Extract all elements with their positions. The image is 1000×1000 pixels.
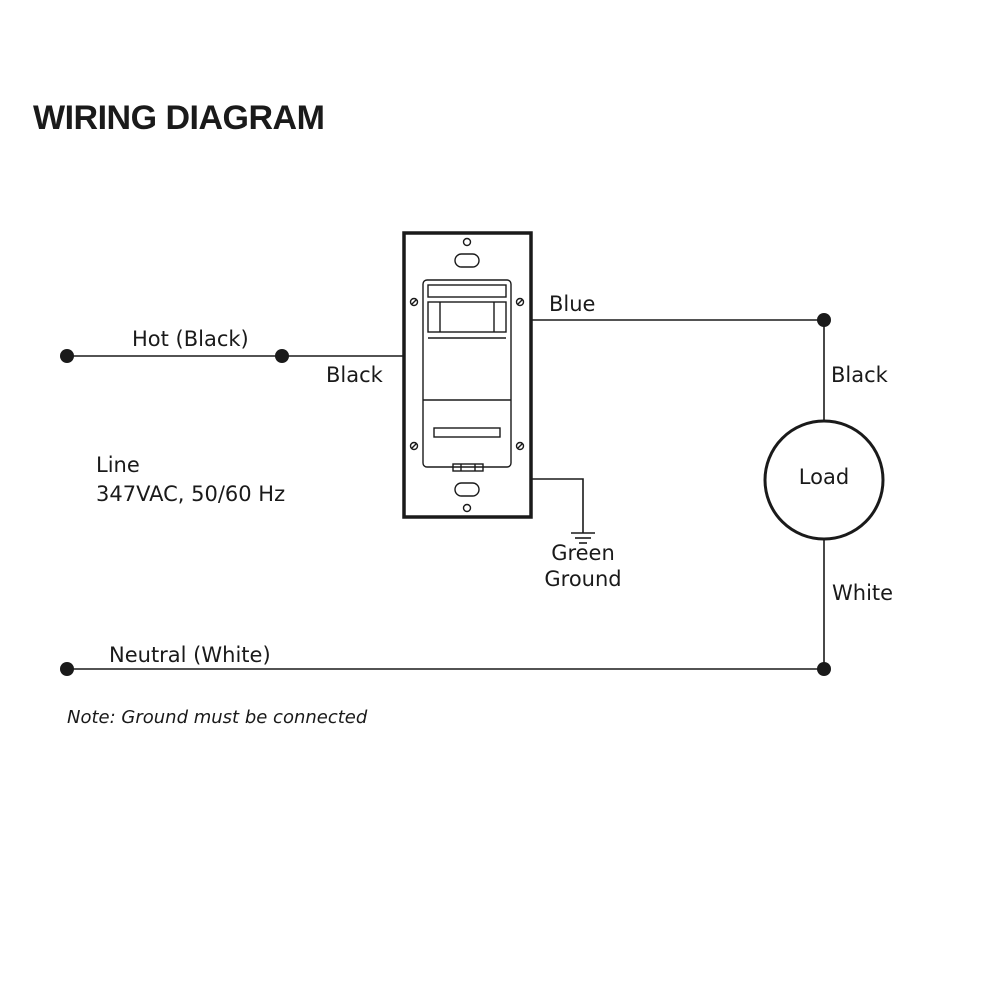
ground-wire — [531, 478, 584, 533]
screw-icon — [515, 297, 525, 307]
diagram-title: WIRING DIAGRAM — [33, 99, 324, 137]
ground-label: Ground — [544, 567, 621, 591]
ground-note: Note: Ground must be connected — [67, 707, 368, 728]
white-label: White — [832, 581, 893, 605]
hot-splice-dot — [275, 349, 289, 363]
line-label: Line — [96, 453, 140, 477]
screw-icon — [409, 297, 419, 307]
screw-icon — [409, 441, 419, 451]
occupancy-sensor-switch-icon — [402, 231, 533, 519]
voltage-label: 347VAC, 50/60 Hz — [96, 482, 285, 506]
ground-color-label: Green — [551, 541, 615, 565]
screw-icon — [515, 441, 525, 451]
neutral-label: Neutral (White) — [109, 643, 271, 667]
load-label: Load — [799, 465, 849, 489]
neutral-terminal-dot — [60, 662, 74, 676]
load-black-label: Black — [831, 363, 889, 387]
blue-label: Blue — [549, 292, 595, 316]
hot-terminal-dot — [60, 349, 74, 363]
hot-label: Hot (Black) — [132, 327, 249, 351]
neutral-junction-dot — [817, 662, 831, 676]
switch-black-label: Black — [326, 363, 384, 387]
ground-symbol-icon — [571, 532, 595, 544]
